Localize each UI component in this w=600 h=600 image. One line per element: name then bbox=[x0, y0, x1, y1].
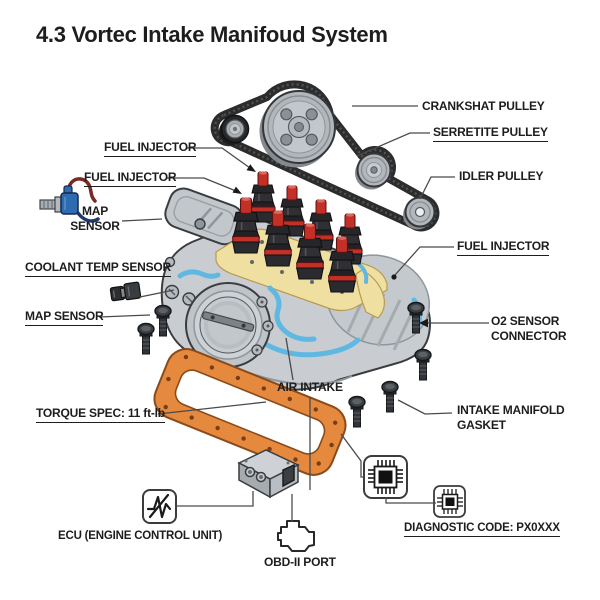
engine-outline-icon bbox=[277, 520, 315, 552]
pulse-icon bbox=[142, 489, 177, 524]
crankshaft-pulley bbox=[259, 90, 336, 168]
label-map-sensor-bottom: MAP SENSOR bbox=[25, 309, 104, 326]
label-crankshaft-pulley: CRANKSHAT PULLEY bbox=[422, 99, 545, 113]
label-o2-sensor-line1: O2 SENSOR bbox=[491, 314, 560, 328]
label-intake-gasket-line2: GASKET bbox=[457, 418, 506, 432]
intake-manifold-gasket bbox=[153, 348, 347, 476]
label-intake-gasket-line1: INTAKE MANIFOLD bbox=[457, 403, 565, 417]
valve-cover bbox=[164, 187, 244, 246]
map-sensor-icon bbox=[39, 177, 100, 223]
idler-pulley bbox=[403, 196, 436, 230]
label-diagnostic-code: DIAGNOSTIC CODE: PX0XXX bbox=[404, 521, 560, 538]
ecu-module-box bbox=[237, 449, 300, 499]
label-o2-sensor-connector: O2 SENSOR CONNECTOR bbox=[491, 314, 567, 344]
serpentine-pulley bbox=[355, 152, 392, 190]
label-o2-sensor-line2: CONNECTOR bbox=[491, 329, 567, 343]
chip-icon-large bbox=[363, 455, 408, 499]
leader-arrowheads bbox=[232, 164, 428, 328]
label-idler-pulley: IDLER PULLEY bbox=[459, 169, 544, 183]
tensioner-pulley bbox=[219, 114, 250, 145]
label-ecu: ECU (ENGINE CONTROL UNIT) bbox=[58, 530, 223, 542]
coolant-sensor-icon bbox=[109, 281, 142, 302]
page-title: 4.3 Vortec Intake Manifoud System bbox=[36, 22, 388, 47]
chip-icon-small bbox=[433, 485, 466, 518]
label-serpentine-pulley: SERRETITE PULLEY bbox=[433, 125, 548, 142]
label-intake-manifold-gasket: INTAKE MANIFOLD GASKET bbox=[457, 403, 565, 433]
label-air-intake: AIR INTAKE bbox=[277, 380, 343, 394]
label-fuel-injector-mid: FUEL INJECTOR bbox=[84, 170, 177, 187]
label-torque-spec: TORQUE SPEC: 11 ft-lb bbox=[36, 406, 165, 423]
label-map-sensor-top-line1: MAP bbox=[81, 204, 109, 218]
label-obd-port: OBD-II PORT bbox=[264, 555, 336, 569]
throttle-body-bore bbox=[185, 282, 274, 368]
label-coolant-temp-sensor: COOLANT TEMP SENSOR bbox=[25, 260, 171, 277]
label-fuel-injector-top: FUEL INJECTOR bbox=[104, 140, 197, 157]
label-map-sensor-top-line2: SENSOR bbox=[70, 219, 120, 233]
label-fuel-injector-right: FUEL INJECTOR bbox=[457, 239, 550, 256]
leader-lines bbox=[98, 105, 489, 522]
label-map-sensor-top: MAP SENSOR bbox=[70, 204, 120, 234]
